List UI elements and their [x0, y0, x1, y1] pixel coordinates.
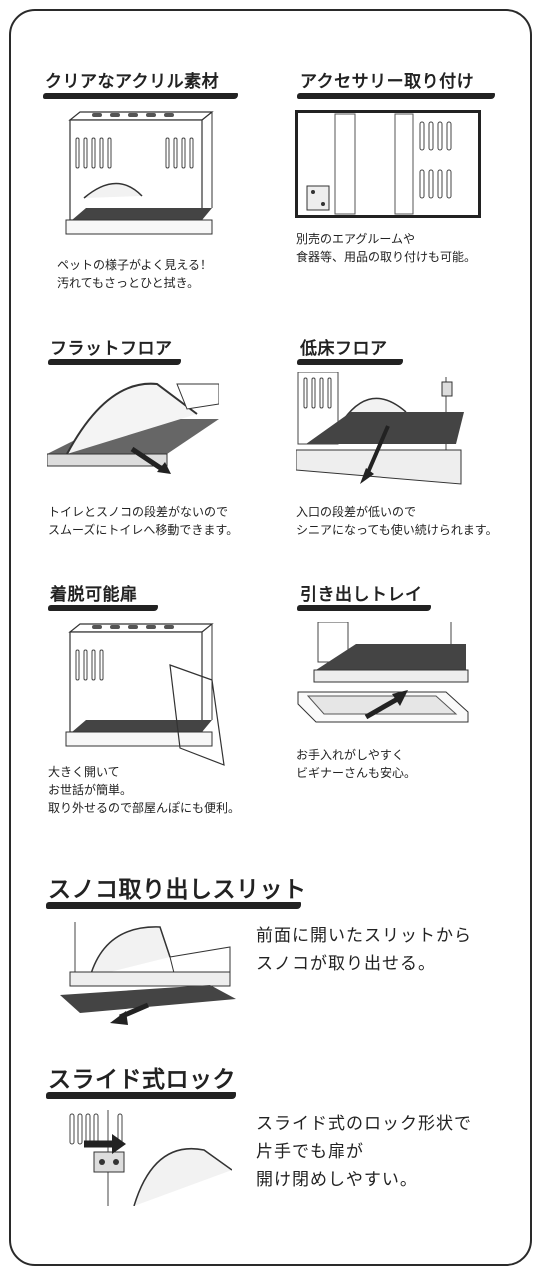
drawer-tray-illustration [296, 622, 472, 734]
feature-title-flat-floor: フラットフロア [50, 339, 173, 359]
title-underline [48, 359, 181, 365]
feature-desc-low-floor: 入口の段差が低いので シニアになっても使い続けられます。 [296, 505, 498, 537]
page-frame [9, 9, 532, 1266]
feature-title-lock: スライド式ロック [48, 1067, 236, 1093]
feature-desc-accessory: 別売のエアグルームや 食器等、用品の取り付けも可能。 [296, 232, 477, 264]
feature-desc-lock: スライド式のロック形状で 片手でも扉が 開け閉めしやすい。 [256, 1114, 472, 1190]
toilet-floor-illustration [47, 374, 219, 486]
title-underline [297, 605, 431, 611]
title-underline [297, 93, 495, 99]
title-underline [43, 93, 238, 99]
floor-slit-illustration [60, 917, 236, 1029]
cage-side-panel-illustration [295, 110, 481, 218]
cage-illustration [62, 108, 222, 248]
feature-title-accessory: アクセサリー取り付け [300, 72, 475, 92]
title-underline [46, 902, 301, 909]
feature-desc-door: 大きく開いて お世話が簡単。 取り外せるので部屋んぽにも便利。 [48, 765, 241, 815]
feature-title-slit: スノコ取り出しスリット [48, 877, 307, 903]
low-floor-illustration [296, 372, 464, 492]
title-underline [48, 605, 158, 611]
feature-title-acrylic: クリアなアクリル素材 [45, 72, 220, 92]
feature-desc-tray: お手入れがしやすく ビギナーさんも安心。 [296, 748, 417, 780]
feature-desc-flat-floor: トイレとスノコの段差がないので スムーズにトイレへ移動できます。 [48, 505, 239, 537]
feature-title-tray: 引き出しトレイ [300, 585, 423, 605]
feature-desc-slit: 前面に開いたスリットから スノコが取り出せる。 [256, 926, 472, 974]
feature-title-low-floor: 低床フロア [300, 339, 388, 359]
feature-desc-acrylic: ペットの様子がよく見える！ 汚れてもさっとひと拭き。 [57, 258, 213, 290]
removable-door-illustration [62, 620, 230, 770]
title-underline [46, 1092, 236, 1099]
feature-title-door: 着脱可能扉 [50, 585, 138, 605]
title-underline [297, 359, 403, 365]
slide-lock-illustration [64, 1110, 232, 1206]
